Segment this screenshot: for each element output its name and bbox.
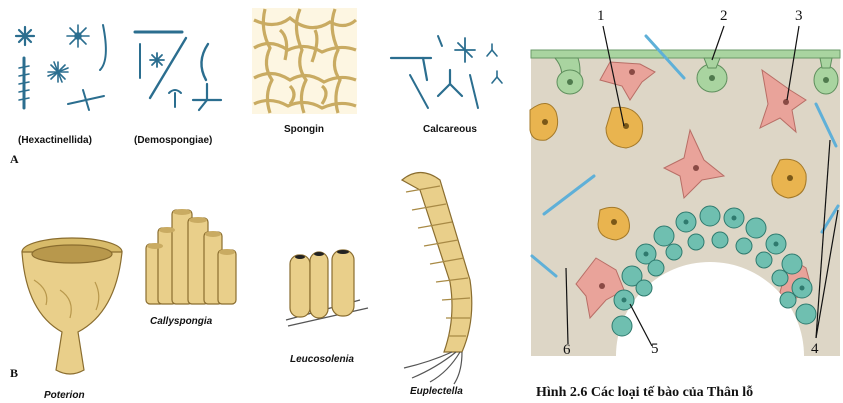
poterion-sponge <box>22 238 122 374</box>
hexactinellida-label: (Hexactinellida) <box>18 135 92 146</box>
poterion-label: Poterion <box>44 390 85 401</box>
leucosolenia-sponge <box>286 250 368 326</box>
cell-label-3: 3 <box>795 8 803 25</box>
hook-spicule <box>100 25 106 70</box>
cell-label-2: 2 <box>720 8 728 25</box>
long-curve-spicule <box>150 38 186 98</box>
callyspongia-label: Callyspongia <box>150 316 212 327</box>
anchor-spicule <box>169 90 181 107</box>
cell-label-1: 1 <box>597 8 605 25</box>
demospongiae-spicules <box>135 32 221 110</box>
sponge-cell-diagram <box>530 26 840 356</box>
cell-label-4: 4 <box>811 341 819 358</box>
callyspongia-sponge <box>146 209 236 304</box>
small-spicule-2 <box>492 71 502 83</box>
long-calcareous-spicule <box>410 75 428 108</box>
star-spicule <box>16 27 34 45</box>
sigma-spicule <box>201 44 208 80</box>
cell-label-5: 5 <box>651 341 659 358</box>
panel-a-letter: A <box>10 152 19 167</box>
long-calcareous-spicule-3 <box>438 36 442 46</box>
rosette-spicule <box>67 25 89 47</box>
euplectella-label: Euplectella <box>410 386 463 397</box>
calcareous-spicules <box>391 36 502 108</box>
cross-spicule <box>68 90 104 110</box>
hexactinellida-spicules <box>16 25 106 110</box>
cell-label-6: 6 <box>563 342 571 359</box>
figure-caption: Hình 2.6 Các loại tế bào của Thân lỗ <box>536 385 753 401</box>
calcareous-label: Calcareous <box>423 124 477 135</box>
tripod-spicule <box>438 70 462 96</box>
long-calcareous-spicule-2 <box>470 75 478 108</box>
spongin-network <box>252 8 357 114</box>
leucosolenia-label: Leucosolenia <box>290 354 354 365</box>
burst-spicule <box>48 62 68 82</box>
spongin-label: Spongin <box>284 124 324 135</box>
tetraxon-spicule-2 <box>455 38 475 62</box>
small-spicule <box>487 44 497 56</box>
demospongiae-label: (Demospongiae) <box>134 135 212 146</box>
triaxon-spicule <box>193 84 221 110</box>
euplectella-sponge <box>402 173 472 385</box>
demo-star-spicule <box>150 53 164 67</box>
panel-b-letter: B <box>10 366 18 381</box>
